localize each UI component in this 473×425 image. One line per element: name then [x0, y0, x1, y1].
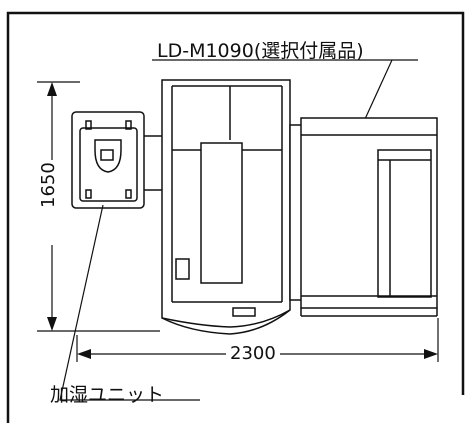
width-dimension-line [76, 318, 439, 362]
humidifier-unit-label: 加湿ユニット [50, 384, 165, 406]
width-arrow-left [77, 349, 91, 359]
depth-arrow-bottom [47, 317, 57, 331]
option-unit-drawing [289, 117, 438, 317]
depth-arrow-top [47, 82, 57, 96]
humidifier-unit-drawing [71, 111, 162, 209]
humidifier-leader-line [59, 204, 200, 401]
outer-border [6, 11, 465, 423]
main-body-drawing [161, 79, 291, 335]
option-unit-label: LD-M1090(選択付属品) [157, 40, 364, 62]
width-dimension-label: 2300 [228, 343, 278, 364]
width-arrow-right [424, 349, 438, 359]
depth-dimension-label: 1650 [38, 160, 59, 210]
